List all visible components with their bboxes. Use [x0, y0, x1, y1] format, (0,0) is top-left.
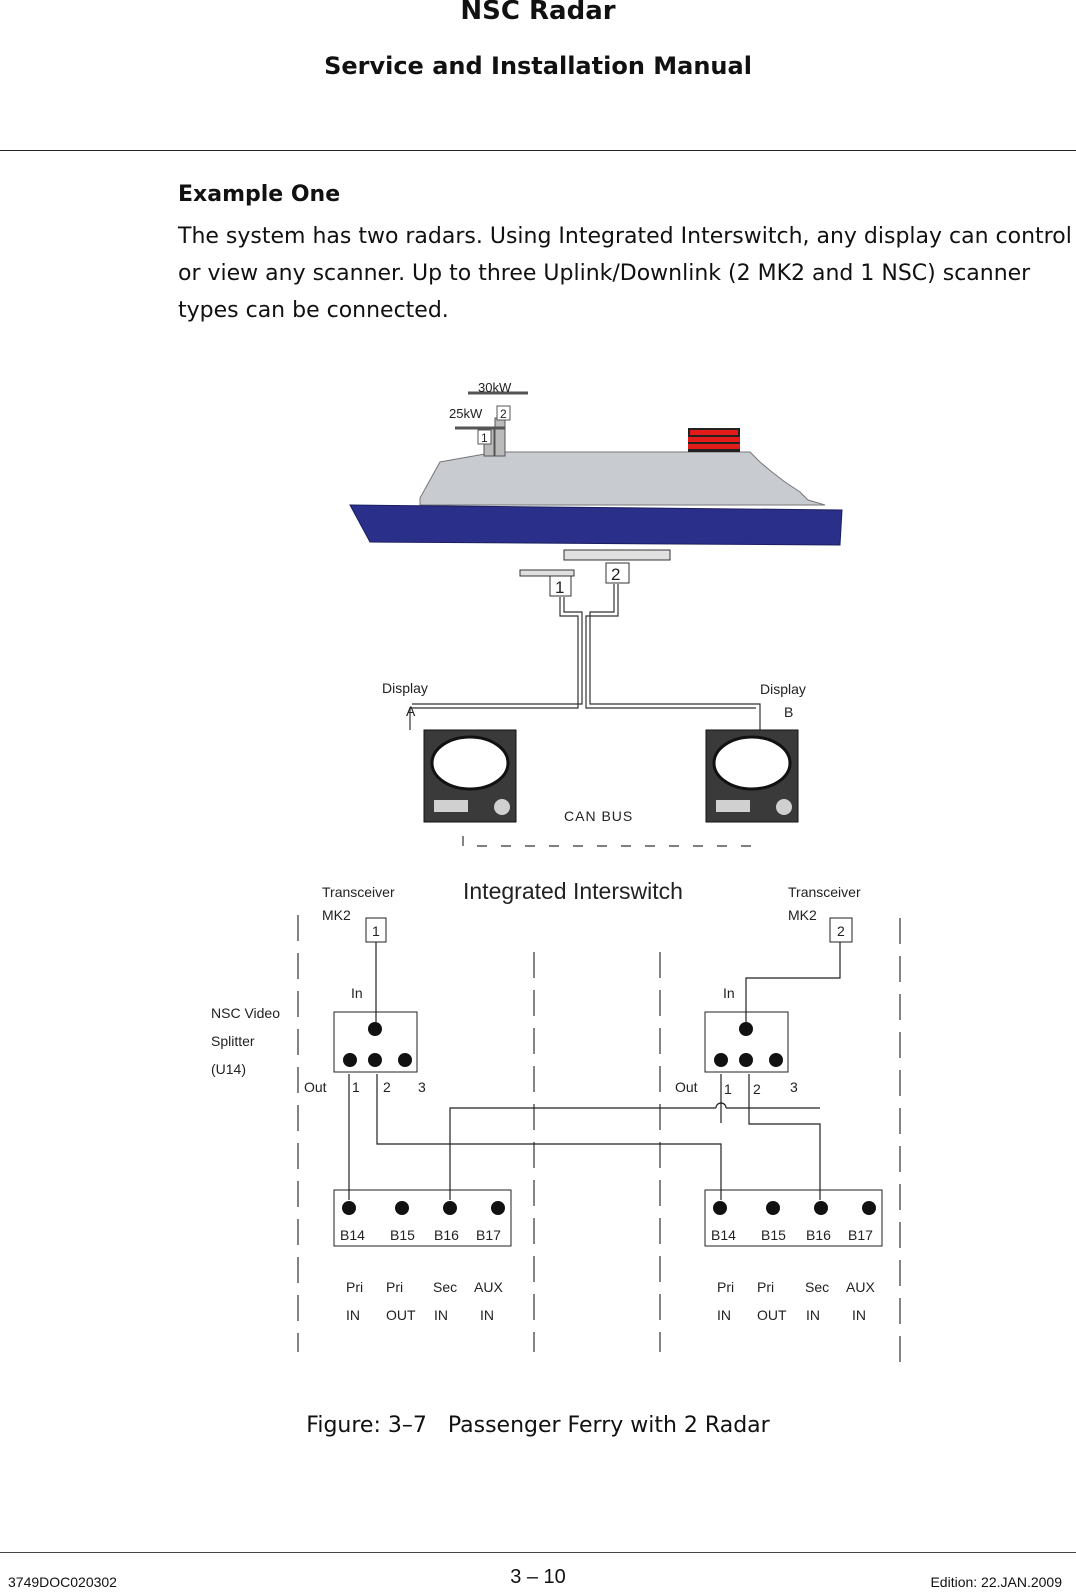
- display-a-label-1: Display: [382, 680, 428, 696]
- splitter-left-out: Out: [304, 1079, 327, 1095]
- document-subtitle: Service and Installation Manual: [324, 52, 752, 80]
- terminal-left-b16: B16: [434, 1227, 459, 1243]
- transceiver-left-label-2: MK2: [322, 907, 351, 923]
- display-a-label-2: A: [406, 703, 416, 719]
- terminal-right-aux-in-1: AUX: [846, 1279, 875, 1295]
- antenna-1-box: [477, 429, 492, 445]
- can-bus-label: CAN BUS: [564, 808, 633, 824]
- ferry-ship: 30kW 25kW 2 1: [349, 380, 843, 546]
- can-bus-line: [462, 836, 753, 847]
- transceiver-right-label-1: Transceiver: [788, 884, 861, 900]
- terminal-right-pri-in-1: Pri: [717, 1279, 734, 1295]
- terminal-right-b17: B17: [848, 1227, 873, 1243]
- terminal-left-sec-in-1: Sec: [433, 1279, 457, 1295]
- splitter-left-port-3: 3: [418, 1079, 426, 1095]
- splitter-left-in: In: [351, 985, 363, 1001]
- terminal-left-b17: B17: [476, 1227, 501, 1243]
- terminal-left-pri-in-2: IN: [346, 1307, 360, 1323]
- antenna-top-label: 30kW: [478, 380, 512, 395]
- display-b: [705, 729, 799, 823]
- antenna-top-number: 2: [500, 407, 507, 421]
- section-heading: Example One: [178, 182, 341, 207]
- terminal-left-aux-in-1: AUX: [474, 1279, 503, 1295]
- display-b-label-1: Display: [760, 681, 806, 697]
- scanner-antennas: 1 2: [409, 549, 761, 730]
- footer-rule: [0, 1552, 1076, 1553]
- transceiver-right-label-2: MK2: [788, 907, 817, 923]
- terminal-left-sec-in-2: IN: [434, 1307, 448, 1323]
- interswitch-wiring: [348, 942, 841, 1200]
- lower-antenna-2: 2: [611, 565, 620, 584]
- splitter-label-2: Splitter: [211, 1033, 255, 1049]
- splitter-right-in: In: [723, 985, 735, 1001]
- interswitch-title: Integrated Interswitch: [463, 878, 683, 904]
- antenna-2-box: [496, 405, 511, 421]
- ship-mast: [455, 391, 528, 457]
- terminal-left-b15: B15: [390, 1227, 415, 1243]
- document-title: NSC Radar: [460, 0, 616, 26]
- transceiver-right-number: 2: [837, 923, 845, 939]
- transceiver-right-box: [829, 917, 853, 943]
- terminal-left-pri-out-2: OUT: [386, 1307, 416, 1323]
- ship-superstructure: [419, 451, 826, 506]
- footer-page-number: 3 – 10: [510, 1566, 566, 1588]
- display-b-label-2: B: [784, 704, 793, 720]
- terminal-right-pri-out-2: OUT: [757, 1307, 787, 1323]
- splitter-left-port-1: 1: [352, 1079, 360, 1095]
- footer-doc-number: 3749DOC020302: [8, 1574, 117, 1590]
- ship-funnel: [688, 428, 740, 452]
- terminal-right-pri-in-2: IN: [717, 1307, 731, 1323]
- transceiver-left-number: 1: [372, 923, 380, 939]
- splitter-right-port-2: 2: [753, 1081, 761, 1097]
- terminal-right-b14: B14: [711, 1227, 736, 1243]
- ship-hull: [349, 504, 843, 546]
- terminal-block-right: [704, 1189, 883, 1247]
- terminal-right-sec-in-1: Sec: [805, 1279, 829, 1295]
- terminal-left-pri-in-1: Pri: [346, 1279, 363, 1295]
- terminal-right-b16: B16: [806, 1227, 831, 1243]
- antenna-bottom-number: 1: [481, 431, 488, 445]
- terminal-right-sec-in-2: IN: [806, 1307, 820, 1323]
- terminal-left-aux-in-2: IN: [480, 1307, 494, 1323]
- terminal-right-pri-out-1: Pri: [757, 1279, 774, 1295]
- splitter-left-port-2: 2: [383, 1079, 391, 1095]
- splitter-right-port-1: 1: [724, 1081, 732, 1097]
- transceiver-left-label-1: Transceiver: [322, 884, 395, 900]
- splitter-label-3: (U14): [211, 1061, 246, 1077]
- lower-antenna-1: 1: [555, 578, 564, 597]
- terminal-right-aux-in-2: IN: [852, 1307, 866, 1323]
- display-a: [423, 729, 517, 823]
- splitter-label-1: NSC Video: [211, 1005, 280, 1021]
- splitter-right-port-3: 3: [790, 1079, 798, 1095]
- footer-edition: Edition: 22.JAN.2009: [930, 1574, 1062, 1590]
- terminal-left-b14: B14: [340, 1227, 365, 1243]
- header-rule: [0, 150, 1076, 151]
- terminal-left-pri-out-1: Pri: [386, 1279, 403, 1295]
- terminal-right-b15: B15: [761, 1227, 786, 1243]
- terminal-block-left: [333, 1189, 512, 1247]
- antenna-bottom-label: 25kW: [449, 406, 483, 421]
- splitter-right-out: Out: [675, 1079, 698, 1095]
- figure-caption: Figure: 3–7 Passenger Ferry with 2 Radar: [306, 1413, 770, 1438]
- unit-boundaries: [297, 915, 901, 1366]
- ferry-radar-figure: 30kW 25kW 2 1 1 2 Display A Disp: [211, 380, 901, 1366]
- section-paragraph: The system has two radars. Using Integra…: [178, 224, 1072, 323]
